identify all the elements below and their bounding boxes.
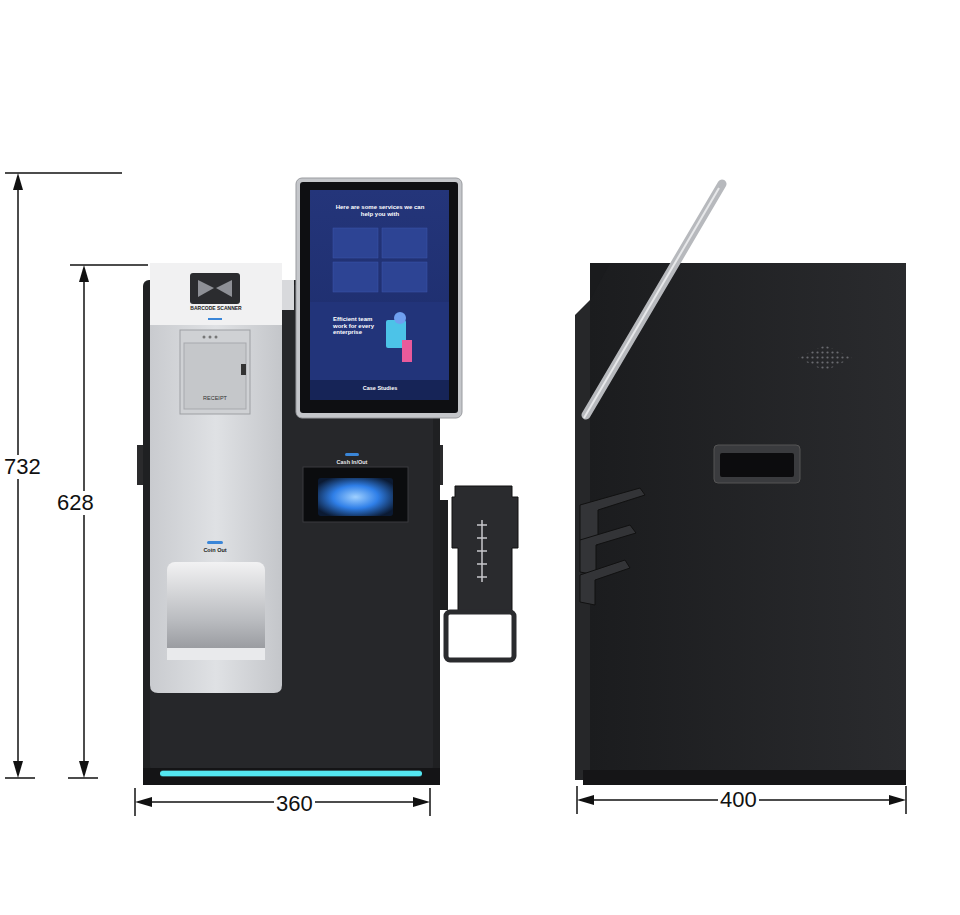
side-view — [575, 184, 906, 785]
dimension-label: 400 — [718, 788, 759, 812]
part-label: BARCODE SCANNER — [190, 306, 241, 312]
dimension-label: 628 — [55, 491, 96, 515]
dimension-lines — [5, 173, 906, 816]
part-label: Coin Out — [203, 547, 226, 553]
part-label: Cash In/Out — [337, 459, 368, 465]
front-view — [137, 178, 518, 785]
screen-text: Case Studies — [363, 385, 398, 391]
screen-text: Efficient team work for every enterprise — [333, 316, 377, 336]
screen-text: Here are some services we can help you w… — [335, 204, 425, 217]
dimension-label: 360 — [274, 792, 315, 816]
dimension-label: 732 — [2, 455, 43, 479]
part-label: RECEIPT — [203, 395, 227, 401]
